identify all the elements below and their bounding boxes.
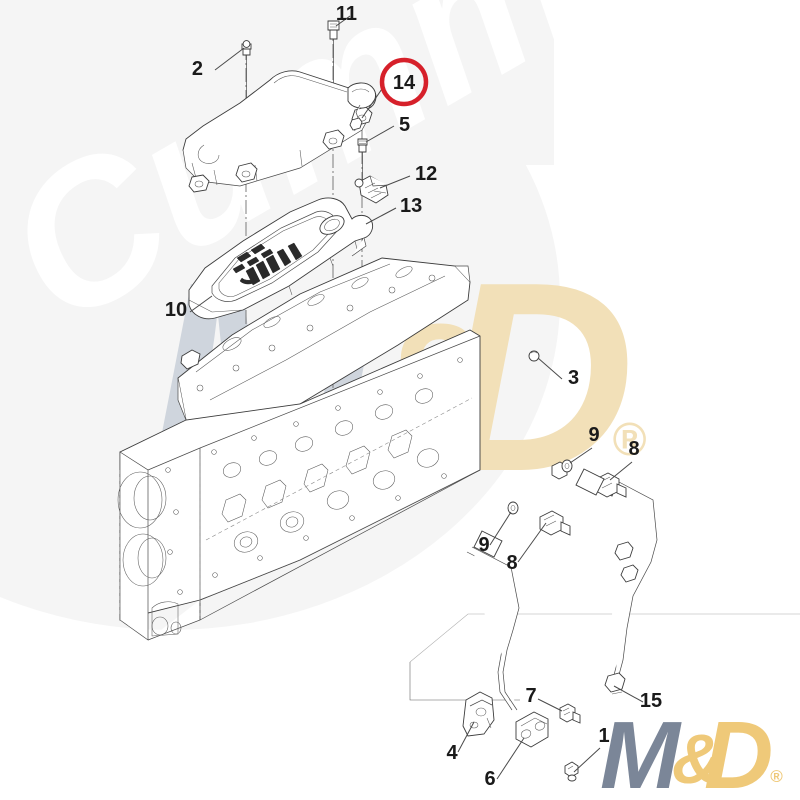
callout-5: 5: [399, 114, 410, 136]
cover-mounting-tab: [235, 162, 258, 183]
part-12-sensor: [354, 175, 389, 204]
cover-brand-emboss: [232, 242, 303, 286]
callout-11: 11: [336, 3, 357, 25]
part-15-fuel-lines: [466, 471, 658, 711]
fuel-line-dampers: [473, 468, 605, 558]
engine-block: [117, 329, 800, 701]
callout-7: 7: [525, 685, 536, 707]
cover-mounting-tab: [188, 174, 210, 193]
callout-3: 3: [568, 367, 579, 389]
part-4-bracket: [462, 691, 495, 737]
callout-4: 4: [446, 742, 458, 764]
md-center-reg-label: ®: [612, 413, 646, 465]
highlight-ring-14: [379, 57, 429, 107]
callout-13: 13: [400, 195, 422, 217]
callout-6: 6: [484, 768, 495, 790]
md-logo-d-label: D: [704, 702, 773, 800]
callout-8-upper: 8: [628, 438, 639, 460]
callout-10: 10: [165, 299, 187, 321]
callout-1: 1: [598, 725, 609, 747]
md-logo-amp-label: &: [672, 720, 723, 798]
part-9-washer-lower: [507, 501, 519, 515]
part-14-top-cover: [182, 70, 377, 193]
part-8-connector-lower: [539, 510, 571, 536]
part-9-washer-upper: [561, 459, 573, 473]
leader-lines: [189, 15, 644, 780]
callout-9-lower: 9: [478, 534, 489, 556]
cover-mounting-tab: [322, 129, 345, 150]
callout-9-upper: 9: [588, 424, 599, 446]
part-7-union: [559, 703, 581, 724]
callout-2: 2: [192, 58, 203, 80]
md-logo-m-label: M: [600, 702, 682, 800]
callout-14: 14: [393, 72, 416, 94]
callout-15: 15: [640, 690, 662, 712]
part-1-bolt: [564, 761, 579, 782]
part-3-plug: [528, 350, 540, 362]
callout-12: 12: [415, 163, 437, 185]
md-logo-reg-label: ®: [770, 767, 783, 786]
callout-8-lower: 8: [506, 552, 517, 574]
